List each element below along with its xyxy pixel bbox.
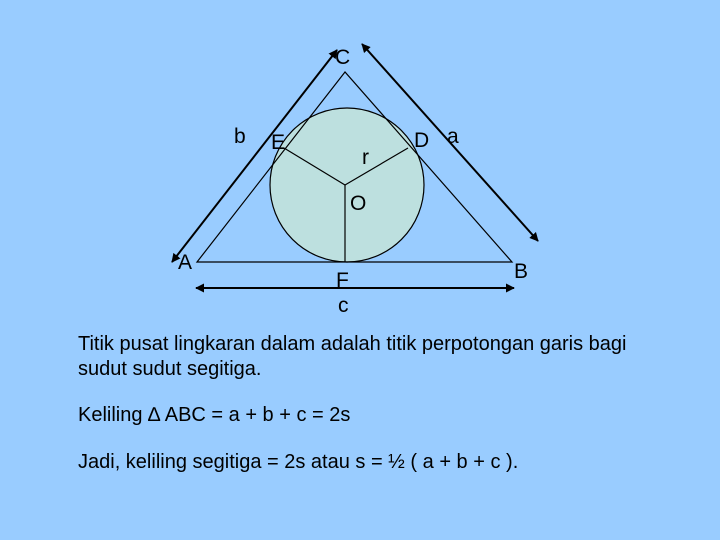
incenter-definition-text: Titik pusat lingkaran dalam adalah titik… [78, 333, 627, 380]
label-point-e: E [271, 131, 286, 154]
arrow-side-b [171, 49, 338, 263]
label-radius-r: r [362, 146, 369, 169]
label-vertex-a: A [178, 251, 193, 274]
label-side-c: c [338, 294, 349, 317]
label-side-a: a [447, 125, 459, 148]
label-vertex-b: B [514, 260, 529, 283]
arrow-side-a [361, 43, 539, 242]
label-vertex-c: C [335, 46, 351, 69]
incircle [269, 107, 425, 263]
perimeter-formula-text: Keliling ∆ ABC = a + b + c = 2s [78, 404, 351, 426]
label-side-b: b [234, 125, 246, 148]
label-point-d: D [414, 129, 430, 152]
semiperimeter-conclusion-text: Jadi, keliling segitiga = 2s atau s = ½ … [78, 451, 519, 473]
label-center-o: O [350, 192, 367, 215]
label-point-f: F [336, 269, 349, 292]
